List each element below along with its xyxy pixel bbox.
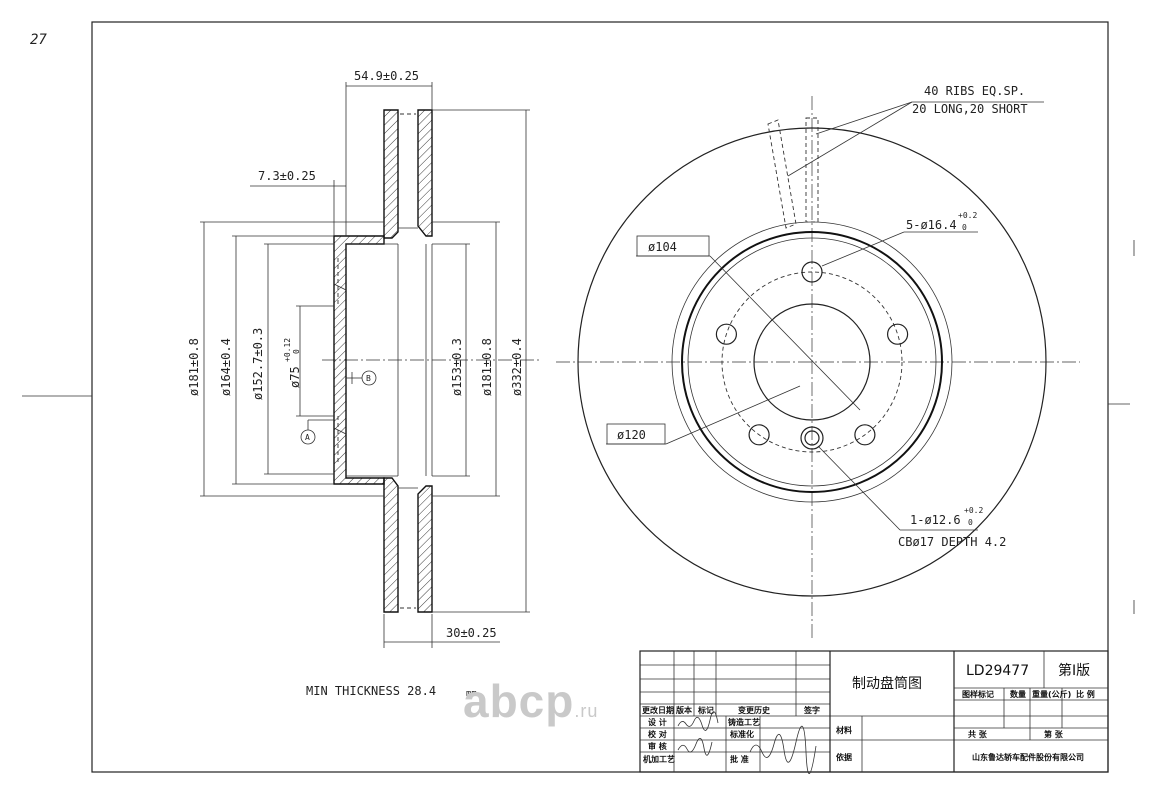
watermark-text: abcp — [463, 675, 575, 727]
row-standard: 标准化 — [729, 729, 754, 739]
drawing-name: 制动盘筒图 — [852, 675, 922, 692]
hat-outer — [681, 231, 943, 493]
row-design: 设 计 — [648, 717, 667, 727]
disc-outer-edge — [577, 127, 1047, 597]
front-view: 40 RIBS EQ.SP. 20 LONG,20 SHORT 5-ø16.4 … — [556, 84, 1080, 640]
part-number: LD29477 — [966, 663, 1029, 679]
bolt-hole — [854, 424, 876, 446]
bolt-hole — [748, 424, 770, 446]
rev-header-history: 变更历史 — [738, 705, 771, 715]
center-bore — [753, 303, 871, 421]
min-thickness-note: MIN THICKNESS 28.4 — [306, 684, 436, 698]
rib-long — [805, 117, 819, 223]
signature-approve — [749, 726, 817, 774]
bolt-holes-tol-upper: +0.2 — [958, 211, 977, 220]
bolt-holes-note: 5-ø16.4 — [906, 218, 957, 232]
rib-short — [767, 119, 797, 229]
datum-b: B — [366, 374, 371, 383]
row-approve: 批 准 — [730, 754, 749, 764]
row-check: 校 对 — [648, 729, 667, 739]
dim-d181-right: ø181±0.8 — [480, 338, 494, 396]
stage-qty: 数量 — [1010, 689, 1026, 699]
pcd-label: ø104 — [648, 240, 677, 254]
row-review: 审 核 — [648, 741, 667, 751]
flange-right-top — [417, 109, 433, 237]
section-view: A B 54.9±0.25 7.3±0.25 30±0.25 ø181±0.8 … — [187, 69, 540, 648]
dim-flange-thickness: 30±0.25 — [446, 626, 497, 640]
rev-header-mark: 标记 — [697, 705, 714, 715]
label-basis: 依据 — [836, 752, 852, 762]
dim-hat-depth: 7.3±0.25 — [258, 169, 316, 183]
signature-design — [677, 711, 719, 731]
locating-hole-tol-lower: 0 — [968, 518, 973, 527]
flange-left-top — [383, 109, 399, 239]
dim-d75: ø75 — [288, 366, 302, 388]
dim-d164: ø164±0.4 — [219, 338, 233, 396]
bolt-circle-pcd — [721, 271, 903, 453]
bolt-hole — [886, 323, 909, 345]
ribs-note-line1: 40 RIBS EQ.SP. — [924, 84, 1025, 98]
hat-top — [333, 235, 385, 485]
watermark-tld: .ru — [574, 701, 599, 721]
rev-header-version: 版本 — [675, 705, 692, 715]
dim-d181-left: ø181±0.8 — [187, 338, 201, 396]
ribs-note-line2: 20 LONG,20 SHORT — [912, 102, 1028, 116]
sheet-number: 第 张 — [1044, 729, 1064, 739]
flange-right-bottom — [417, 485, 433, 613]
label-material: 材料 — [836, 725, 852, 735]
dim-d152: ø152.7±0.3 — [251, 328, 265, 400]
signature-review — [677, 738, 713, 756]
corner-note: 27 — [30, 32, 47, 48]
drawing-border — [91, 21, 1109, 773]
bolt-hole — [715, 323, 738, 345]
locating-hole-note: 1-ø12.6 — [910, 513, 961, 527]
locating-hole — [804, 430, 820, 446]
datum-a: A — [305, 433, 310, 442]
bolt-holes — [715, 261, 909, 446]
bolt-hole — [801, 261, 823, 283]
company-name: 山东鲁达轿车配件股份有限公司 — [972, 752, 1084, 762]
bolt-holes-tol-lower: 0 — [962, 223, 967, 232]
stage-scale: 比 例 — [1076, 689, 1095, 699]
rev-header-sign: 签字 — [803, 705, 820, 715]
watermark-logo: abcp.ru — [463, 674, 598, 728]
sheet-total: 共 张 — [968, 729, 988, 739]
pilot-label: ø120 — [617, 428, 646, 442]
dim-d332: ø332±0.4 — [510, 338, 524, 396]
locating-counterbore — [800, 426, 824, 450]
stage-mark: 图样标记 — [962, 689, 994, 699]
flange-left-bottom — [383, 477, 399, 613]
edition: 第Ⅰ版 — [1058, 662, 1090, 679]
dim-d153: ø153±0.3 — [450, 338, 464, 396]
counterbore-note: CBø17 DEPTH 4.2 — [898, 535, 1006, 549]
locating-hole-tol-upper: +0.2 — [964, 506, 983, 515]
title-block: 制动盘筒图 LD29477 第Ⅰ版 更改日期 版本 标记 变更历史 签字 设 计… — [639, 650, 1109, 774]
rev-header-date: 更改日期 — [642, 705, 674, 715]
dim-d75-tol-lower: 0 — [292, 349, 301, 354]
min-thickness-unit: mm — [466, 689, 477, 699]
row-casting: 铸造工艺 — [728, 717, 760, 727]
dim-d75-tol-upper: +0.12 — [283, 338, 292, 362]
dim-overall-width: 54.9±0.25 — [354, 69, 419, 83]
row-machining: 机加工艺 — [643, 754, 675, 764]
stage-weight: 重量(公斤) — [1032, 689, 1071, 699]
